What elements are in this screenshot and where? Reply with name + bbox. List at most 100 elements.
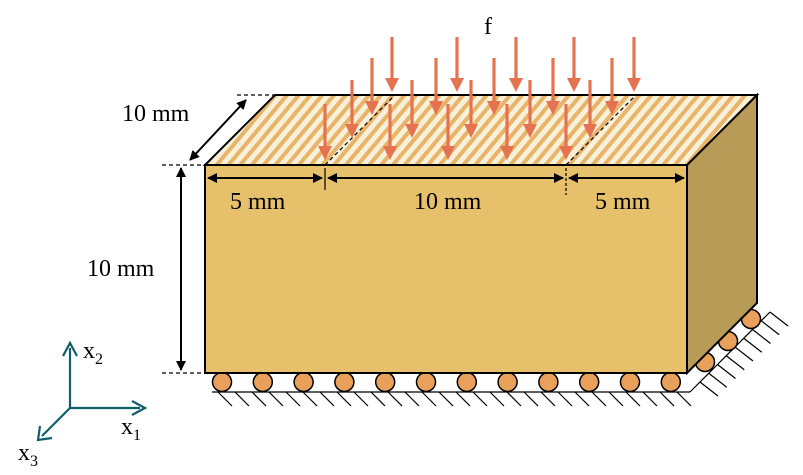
load-boundary-left <box>324 94 396 166</box>
arrow-head <box>429 101 443 115</box>
roller-support-icon <box>456 371 478 393</box>
axis-x1-arrowhead <box>131 400 148 416</box>
roller-support-icon <box>578 371 600 393</box>
downward-arrow-icon <box>441 104 455 160</box>
arrow-head <box>405 124 419 138</box>
roller-support-icon <box>538 371 559 393</box>
hatch-line <box>642 391 658 407</box>
roller-support-icon <box>252 371 274 393</box>
hatch-line <box>523 391 539 407</box>
load-arrows <box>318 37 641 160</box>
hatch-line <box>760 320 780 336</box>
hatch-line <box>302 391 318 407</box>
downward-arrow-icon <box>365 58 379 115</box>
arrow-head <box>385 78 399 92</box>
hatch-line <box>699 381 719 397</box>
hatch-line <box>717 364 736 379</box>
hatch-line <box>557 391 573 407</box>
axis-x2-label: x2 <box>83 338 103 368</box>
hatch-line <box>455 391 471 407</box>
downward-arrow-icon <box>627 37 641 92</box>
hatch-line <box>285 391 301 407</box>
axis-x2-arrowhead <box>62 340 78 357</box>
downward-arrow-icon <box>450 37 464 92</box>
hatch-line <box>268 391 284 407</box>
arrow-head <box>567 78 581 92</box>
hatch-line <box>319 391 335 407</box>
hatch-line <box>659 391 675 407</box>
downward-arrow-icon <box>487 58 501 115</box>
roller-support-icon <box>619 371 641 393</box>
arrow-head <box>509 78 523 92</box>
arrow-head <box>441 146 455 160</box>
arrow-head <box>345 124 359 138</box>
right-segment-label: 5 mm <box>595 189 651 215</box>
load-boundary-right <box>565 94 637 166</box>
force-label: f <box>484 14 492 40</box>
middle-segment-label: 10 mm <box>414 189 482 215</box>
hatch-line <box>625 391 641 407</box>
arrow-head <box>450 78 464 92</box>
downward-arrow-icon <box>567 37 581 92</box>
coordinate-axes: x2 x1 x3 <box>18 338 148 470</box>
ground-hatch-bottom <box>212 391 692 407</box>
hatch-line <box>489 391 505 407</box>
hatch-line <box>234 391 250 407</box>
dim-line-depth <box>189 99 247 161</box>
hatch-line <box>540 391 556 407</box>
hatch-line <box>708 372 728 388</box>
arrow-head <box>546 101 560 115</box>
downward-arrow-icon <box>318 104 332 160</box>
hatch-line <box>574 391 590 407</box>
axis-x1-label: x1 <box>121 414 141 444</box>
roller-support-icon <box>374 371 396 393</box>
arrow-head <box>559 146 573 160</box>
roller-support-icon <box>334 371 355 393</box>
roller-support-icon <box>211 371 233 393</box>
hatch-line <box>438 391 454 407</box>
downward-arrow-icon <box>429 58 443 115</box>
downward-arrow-icon <box>385 37 399 92</box>
hatch-line <box>217 391 233 407</box>
hatch-line <box>421 391 437 407</box>
arrow-head <box>627 78 641 92</box>
axis-x3-line <box>41 407 71 437</box>
hatch-line <box>251 391 267 407</box>
downward-arrow-icon <box>500 104 514 160</box>
arrow-head <box>523 124 537 138</box>
hatch-line <box>608 391 624 407</box>
roller-support-icon <box>497 371 518 393</box>
hatch-line <box>387 391 403 407</box>
hatch-line <box>472 391 488 407</box>
hatch-line <box>506 391 522 407</box>
downward-arrow-icon <box>509 37 523 92</box>
downward-arrow-icon <box>605 58 619 115</box>
downward-arrow-icon <box>523 80 537 138</box>
hatch-line <box>353 391 369 407</box>
hatch-line <box>743 337 763 353</box>
hatch-line <box>676 391 692 407</box>
arrow-head <box>487 101 501 115</box>
hatch-line <box>769 311 789 327</box>
roller-support-icon <box>293 371 314 393</box>
downward-arrow-icon <box>383 104 397 160</box>
block-top-face <box>202 94 760 166</box>
block-front-face <box>204 164 688 374</box>
hatch-line <box>591 391 607 407</box>
roller-support-icon <box>415 371 437 393</box>
roller-support-icon <box>660 371 682 393</box>
axis-x3-label: x3 <box>18 440 38 470</box>
hatch-line <box>752 329 771 344</box>
hatch-line <box>725 355 745 371</box>
axis-x3-arrowhead <box>36 425 53 442</box>
hatch-line <box>404 391 420 407</box>
arrow-head <box>583 124 597 138</box>
downward-arrow-icon <box>405 80 419 138</box>
downward-arrow-icon <box>464 80 478 138</box>
depth-label: 10 mm <box>122 101 190 127</box>
hatch-line <box>370 391 386 407</box>
downward-arrow-icon <box>546 58 560 115</box>
arrow-head <box>464 124 478 138</box>
downward-arrow-icon <box>559 104 573 160</box>
